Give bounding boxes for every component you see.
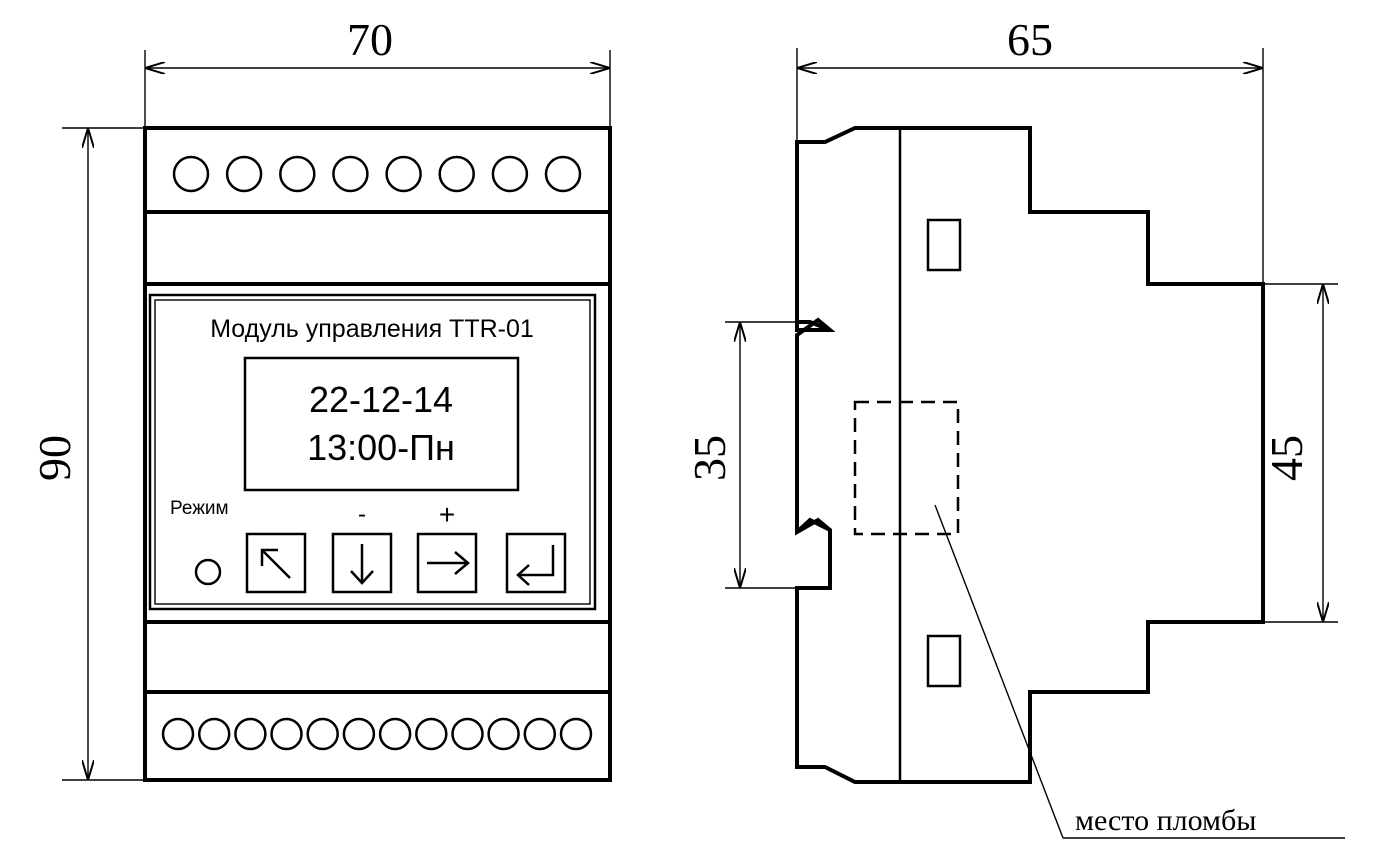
front-height-dimension-label: 45 [1261,435,1312,481]
depth-dimension-label: 65 [1007,14,1053,65]
side-view: 65 место пломбы 35 45 [684,14,1345,839]
terminal-screw [491,155,529,193]
terminal-screw [342,717,376,751]
terminal-screw [306,717,339,751]
key-frame [331,532,393,594]
terminal-screw [559,717,593,751]
plus-label: + [439,499,455,530]
arrow-up-left-icon [260,548,291,579]
lower-vent-slot [926,634,962,688]
enter-icon [516,545,555,586]
terminal-screw [225,155,263,193]
terminal-screw [161,717,195,751]
arrow-down-icon [350,544,374,585]
display-line-time: 13:00-Пн [307,427,455,468]
mode-label: Режим [170,498,229,519]
side-housing-profile [795,126,1265,784]
terminal-screw [385,155,422,193]
width-dimension-label: 70 [347,14,393,65]
key-minus-button[interactable] [331,532,393,594]
terminal-screw [197,717,231,751]
mode-indicator-led [194,558,222,586]
arrow-right-icon [427,551,470,575]
minus-label: - [358,501,366,528]
terminal-screw [234,717,267,751]
key-frame [505,532,567,594]
terminal-screw [544,155,582,193]
panel-title: Модуль управления TTR-01 [210,315,534,343]
bottom-terminal-block [161,717,593,751]
key-enter-button[interactable] [505,532,567,594]
control-panel-inner [154,299,591,605]
display-line-date: 22-12-14 [309,379,453,420]
rail-clip-bottom [795,517,831,534]
seal-leader-line [934,504,1064,839]
top-terminal-block [172,155,582,193]
terminal-screw [415,717,448,751]
terminal-screw [172,155,210,193]
control-panel-outer [148,293,597,611]
terminal-screw [279,155,316,193]
upper-vent-slot [926,218,962,272]
rail-dimension-label: 35 [684,435,735,481]
terminal-screw [523,717,557,751]
key-plus-button[interactable] [416,532,478,594]
seal-label: место пломбы [1075,804,1256,837]
lcd-display [243,356,520,492]
height-dimension-label: 90 [29,435,80,481]
rail-clip-top [797,320,831,332]
terminal-screw [451,717,484,751]
terminal-screw [270,717,303,751]
terminal-screw [332,155,369,193]
key-frame [416,532,478,594]
terminal-screw [438,155,475,193]
terminal-screw [487,717,520,751]
front-view: 70 90 Модуль управления TTR-01 22-12-14 … [29,14,612,782]
key-frame [245,532,307,594]
terminal-screw [378,717,412,751]
front-housing [143,126,612,782]
key-mode-button[interactable] [245,532,307,594]
seal-area [853,400,960,536]
